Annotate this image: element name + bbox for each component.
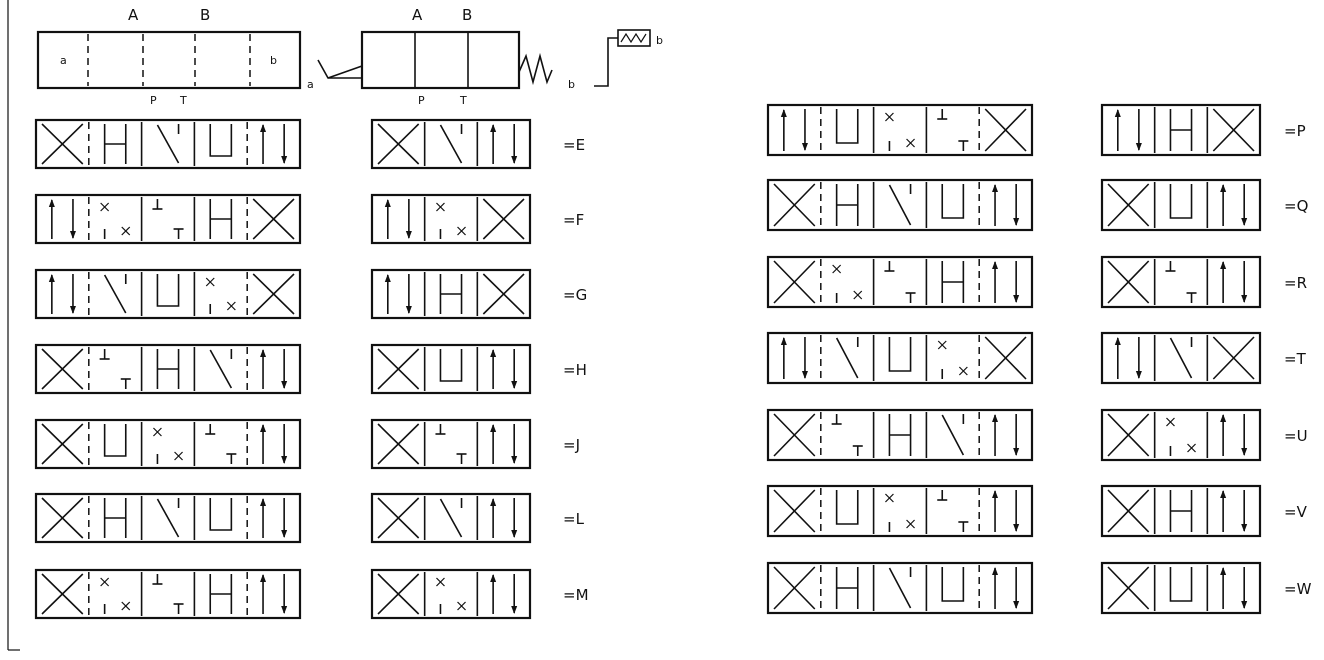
spool-symbol-three-position [766, 255, 1034, 309]
port-label-p: P [150, 94, 157, 107]
header-symbol-three-position: A B a b P T [36, 6, 302, 107]
spool-code-label: =G [563, 286, 587, 304]
spool-symbol-three-position [34, 418, 302, 470]
spool-symbol-two-position [1100, 255, 1262, 309]
header-spring-detail: b [594, 29, 663, 87]
spool-symbol-three-position [34, 118, 302, 170]
spool-symbol-two-position [1100, 561, 1262, 615]
port-label-p-2: P [418, 94, 425, 107]
spool-code-label: =H [563, 361, 587, 379]
spool-symbol-three-position [34, 568, 302, 620]
spool-symbol-two-position [370, 193, 532, 245]
spool-symbol-three-position [766, 178, 1034, 232]
spool-code-label: =M [563, 586, 589, 604]
spool-code-label: =W [1284, 580, 1312, 598]
spool-code-label: =U [1284, 427, 1308, 445]
spool-symbol-two-position [370, 343, 532, 395]
spool-symbol-three-position [34, 343, 302, 395]
spool-symbol-three-position [766, 484, 1034, 538]
port-label-t-2: T [459, 94, 467, 107]
solenoid-label-b: b [270, 54, 277, 67]
spool-symbol-two-position [370, 268, 532, 320]
spool-symbol-three-position [766, 103, 1034, 157]
spool-symbol-two-position [370, 418, 532, 470]
port-label-b: B [200, 6, 210, 24]
spool-code-label: =Q [1284, 197, 1308, 215]
port-label-a-2: A [412, 6, 423, 24]
spool-symbol-two-position [1100, 408, 1262, 462]
spool-code-label: =V [1284, 503, 1308, 521]
spool-code-label: =L [563, 510, 585, 528]
spool-symbol-two-position [370, 118, 532, 170]
spool-symbol-three-position [766, 561, 1034, 615]
spool-code-label: =T [1284, 350, 1307, 368]
solenoid-label-a: a [60, 54, 67, 67]
spool-symbol-two-position [370, 568, 532, 620]
spool-symbol-three-position [34, 268, 302, 320]
spring-label-b: b [568, 78, 575, 91]
spool-symbol-three-position [766, 331, 1034, 385]
spool-symbol-three-position [766, 408, 1034, 462]
spool-symbol-two-position [1100, 484, 1262, 538]
spool-symbol-two-position [1100, 178, 1262, 232]
spool-code-label: =R [1284, 274, 1307, 292]
spool-code-label: =E [563, 136, 585, 154]
header-symbol-two-position: A B a b P T [307, 6, 575, 107]
actuator-label-a: a [307, 78, 314, 91]
spool-code-label: =F [563, 211, 584, 229]
spool-symbol-three-position [34, 193, 302, 245]
spring-detail-label-b: b [656, 34, 663, 47]
spool-symbol-two-position [370, 492, 532, 544]
spool-code-label: =P [1284, 122, 1306, 140]
port-label-t: T [179, 94, 187, 107]
spool-symbol-three-position [34, 492, 302, 544]
spool-code-label: =J [563, 436, 580, 454]
port-label-b-2: B [462, 6, 472, 24]
port-label-a: A [128, 6, 139, 24]
spool-symbol-two-position [1100, 331, 1262, 385]
spool-symbol-two-position [1100, 103, 1262, 157]
